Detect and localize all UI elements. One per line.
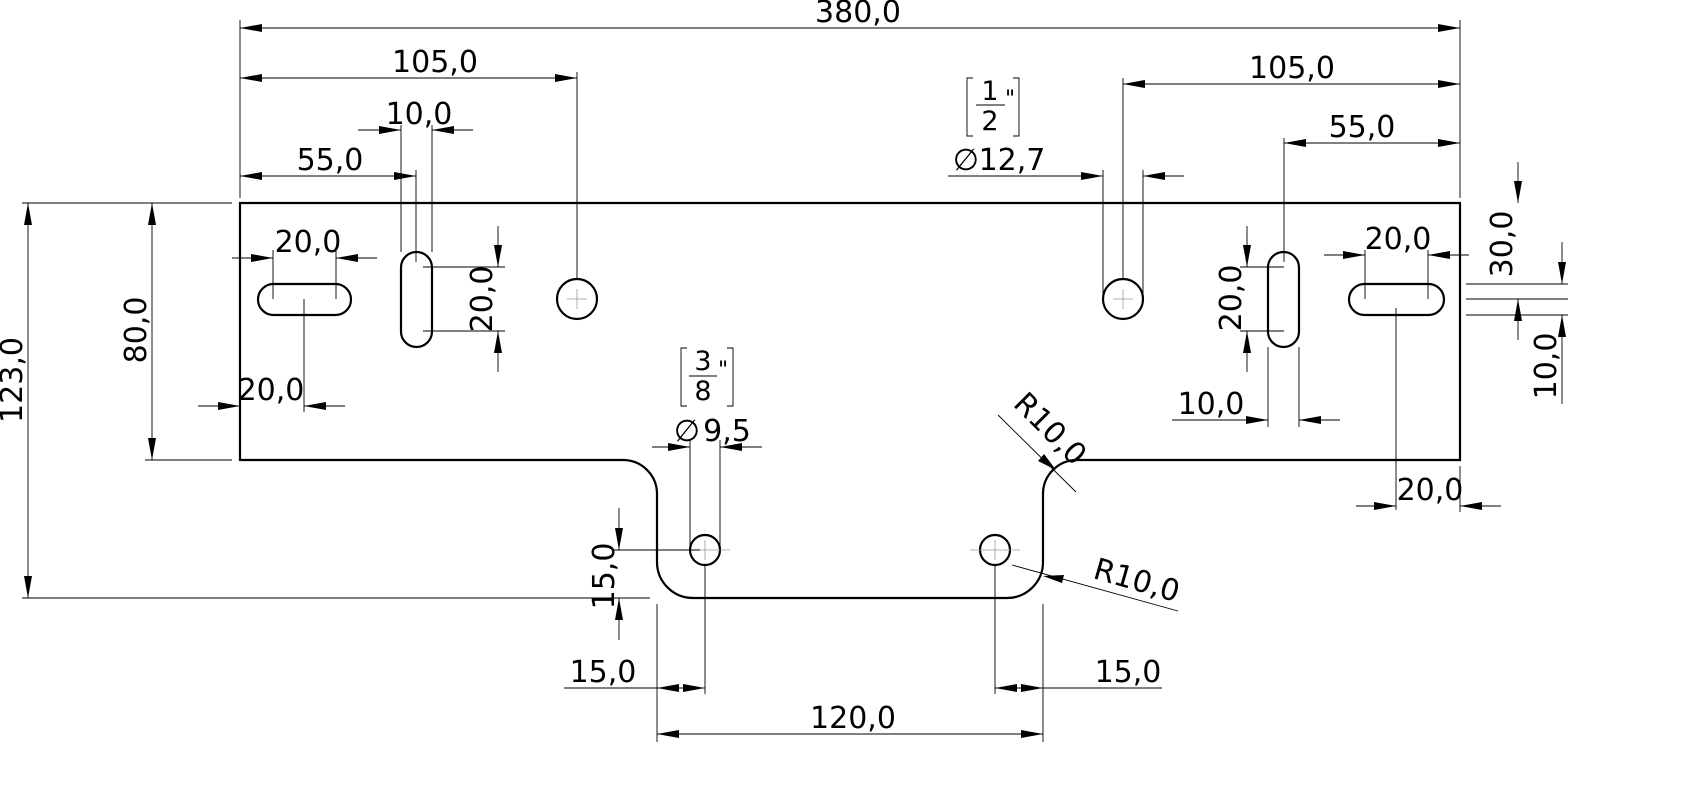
dim-left-hole-offset: 105,0 bbox=[392, 45, 478, 80]
dim-tab-left-offset: 15,0 bbox=[570, 655, 637, 690]
dim-upper-radius: R10,0 bbox=[1006, 386, 1093, 473]
dim-left-vslot-offset: 55,0 bbox=[297, 143, 364, 178]
dim-left-hslot-length: 20,0 bbox=[275, 225, 342, 260]
dim-plate-height: 80,0 bbox=[119, 297, 154, 364]
left-horizontal-slot bbox=[256, 282, 353, 317]
dim-lower-radius: R10,0 bbox=[1090, 552, 1184, 610]
dim-small-hole-diameter: 9,5 bbox=[703, 414, 751, 449]
dim-right-vslot-width: 10,0 bbox=[1178, 387, 1245, 422]
small-hole-inch-numerator: 3 bbox=[694, 346, 711, 377]
dim-tab-hole-height: 15,0 bbox=[587, 543, 622, 610]
left-vertical-slot bbox=[399, 250, 434, 349]
dim-tab-right-offset: 15,0 bbox=[1095, 655, 1162, 690]
diameter-symbol-icon: ∅ bbox=[674, 414, 700, 449]
dim-right-hslot-edge: 20,0 bbox=[1397, 473, 1464, 508]
right-horizontal-slot bbox=[1347, 282, 1446, 317]
dim-left-vslot-width: 10,0 bbox=[386, 97, 453, 132]
large-hole-inch-mark: " bbox=[1005, 87, 1015, 112]
dim-right-hslot-length: 20,0 bbox=[1365, 222, 1432, 257]
dim-left-vslot-height: 20,0 bbox=[465, 266, 500, 333]
dim-right-top-offset: 30,0 bbox=[1485, 211, 1520, 278]
dim-right-hole-offset: 105,0 bbox=[1249, 51, 1335, 86]
plate-outline bbox=[238, 201, 1462, 600]
small-hole-inch-mark: " bbox=[718, 358, 728, 383]
center-marks bbox=[567, 289, 1133, 560]
right-vertical-slot bbox=[1266, 250, 1301, 349]
dim-right-hslot-width: 10,0 bbox=[1529, 333, 1564, 400]
small-hole-inch-denominator: 8 bbox=[694, 376, 711, 407]
diameter-symbol-icon: ∅ bbox=[953, 143, 979, 178]
large-hole-inch-denominator: 2 bbox=[981, 106, 998, 137]
large-hole-inch-numerator: 1 bbox=[981, 76, 998, 107]
dim-right-vslot-height: 20,0 bbox=[1214, 265, 1249, 332]
dim-total-height: 123,0 bbox=[0, 337, 30, 423]
dim-tab-width: 120,0 bbox=[810, 701, 896, 736]
dim-right-vslot-offset: 55,0 bbox=[1329, 110, 1396, 145]
dim-left-hslot-edge: 20,0 bbox=[238, 373, 305, 408]
arrowheads bbox=[24, 24, 1566, 738]
inch-brackets bbox=[680, 77, 1020, 407]
dim-overall-length: 380,0 bbox=[815, 0, 901, 30]
dim-large-hole-diameter: 12,7 bbox=[979, 143, 1046, 178]
